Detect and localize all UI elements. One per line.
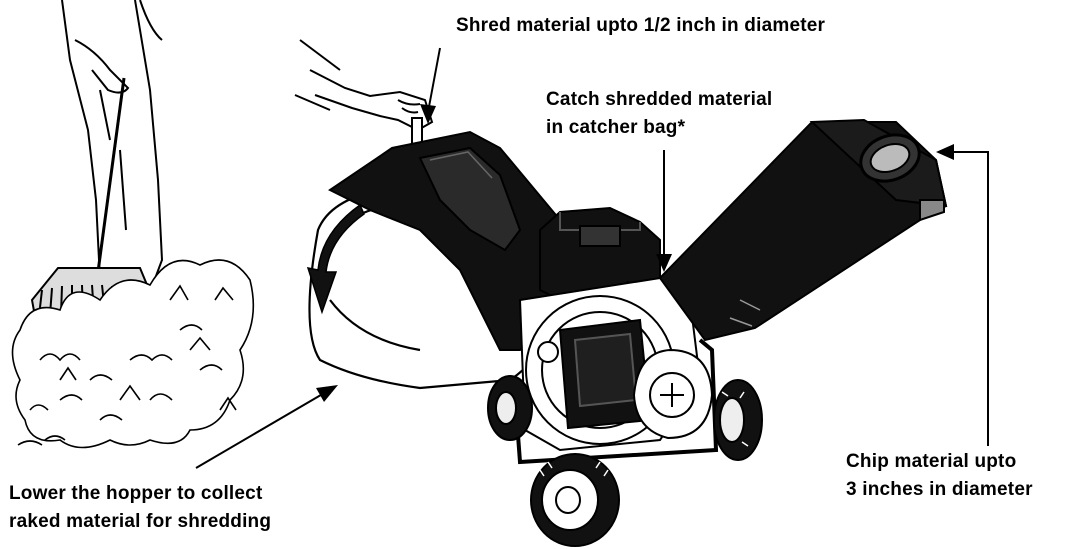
pointer-shred <box>420 47 441 124</box>
label-lower-line-1: Lower the hopper to collect <box>9 483 263 504</box>
label-chip-line-2: 3 inches in diameter <box>846 479 1033 500</box>
wheel-left <box>487 375 533 441</box>
lower-hopper-arrow <box>306 203 365 315</box>
label-catch-line-2: in catcher bag* <box>546 117 686 138</box>
label-shred-text: Shred material upto 1/2 inch in diameter <box>456 15 826 36</box>
label-catch: Catch shredded material in catcher bag* <box>546 86 772 142</box>
frame-handle <box>513 338 719 465</box>
wheel-right <box>713 379 763 461</box>
chipper-chute <box>658 118 948 342</box>
pointer-lower <box>195 385 338 469</box>
label-shred: Shred material upto 1/2 inch in diameter <box>456 12 825 40</box>
label-chip: Chip material upto 3 inches in diameter <box>846 448 1033 504</box>
main-housing <box>518 276 714 452</box>
hand-on-handle <box>294 39 434 147</box>
label-chip-line-1: Chip material upto <box>846 451 1017 472</box>
pointer-catch <box>656 150 672 272</box>
label-lower-line-2: raked material for shredding <box>9 511 272 532</box>
leaf-pile <box>11 259 255 449</box>
label-lower: Lower the hopper to collect raked materi… <box>9 480 271 536</box>
person-raking <box>61 0 164 302</box>
wheel-front <box>530 453 620 547</box>
label-catch-line-1: Catch shredded material <box>546 89 773 110</box>
pointer-chip <box>936 144 989 446</box>
